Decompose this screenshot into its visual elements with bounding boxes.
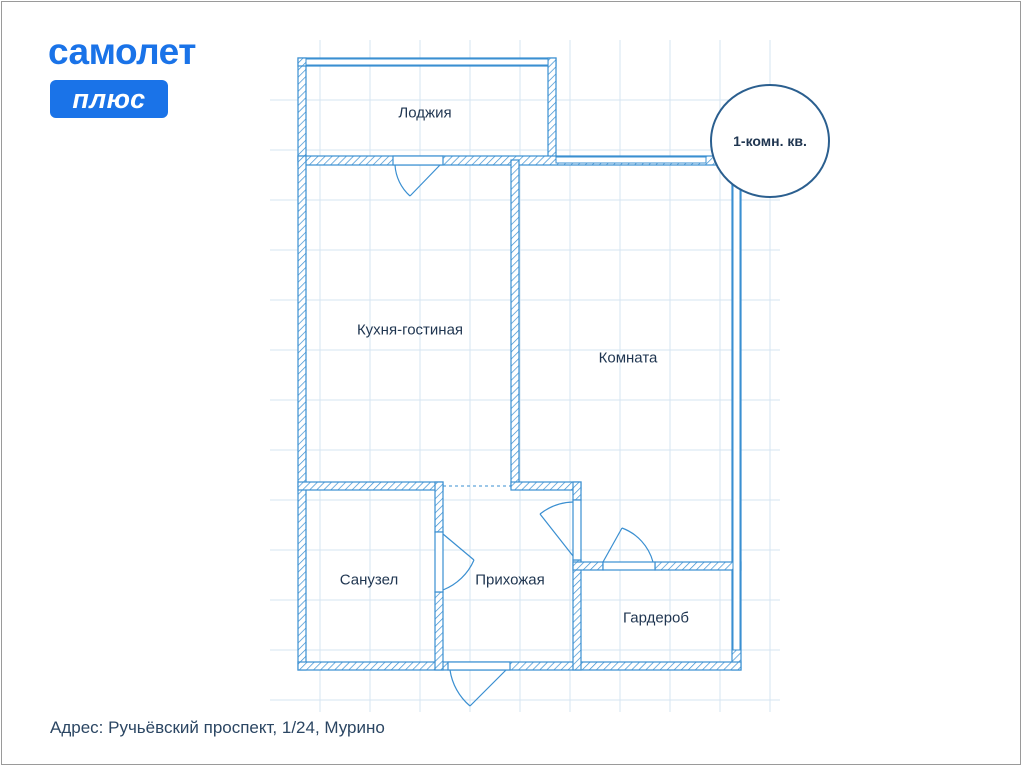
apartment-type-label: 1-комн. кв. xyxy=(733,133,807,149)
room-label-wardrobe: Гардероб xyxy=(623,609,689,627)
doors xyxy=(392,155,656,707)
address-text: Адрес: Ручьёвский проспект, 1/24, Мурино xyxy=(50,718,385,737)
room-label-loggia: Лоджия xyxy=(398,104,452,122)
plan-grid xyxy=(270,40,780,712)
apartment-type-badge: 1-комн. кв. xyxy=(708,82,832,200)
brand-wordmark: самолет xyxy=(48,31,196,72)
room-label-kitchen-living: Кухня-гостиная xyxy=(356,321,464,339)
room-label-hallway: Прихожая xyxy=(475,571,545,589)
room-label-room: Комната xyxy=(598,349,658,367)
badge-circle xyxy=(710,84,830,198)
brand-badge-text: плюс xyxy=(72,84,146,114)
windows xyxy=(305,58,741,651)
room-label-bathroom: Санузел xyxy=(339,571,399,589)
brand-badge: плюс xyxy=(50,80,168,118)
